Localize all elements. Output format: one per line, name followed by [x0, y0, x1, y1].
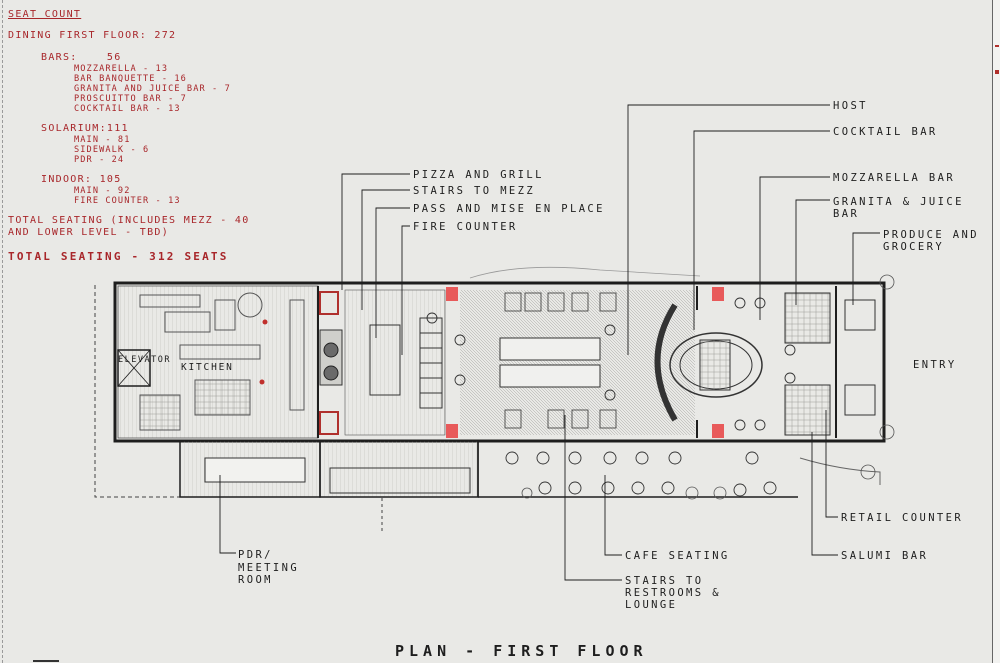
- label-cafe-seating: CAFE SEATING: [625, 550, 730, 562]
- kitchen-marker: [259, 379, 265, 385]
- total-seating: TOTAL SEATING - 312 SEATS: [8, 250, 229, 263]
- label-mozzarella-bar: MOZZARELLA BAR: [833, 172, 956, 184]
- column-marker: [319, 411, 339, 435]
- column-highlight: [446, 424, 458, 438]
- column-highlight: [446, 287, 458, 301]
- elevator-box: [117, 349, 151, 387]
- label-fire-counter: FIRE COUNTER: [413, 221, 518, 233]
- bars-item: GRANITA AND JUICE BAR - 7: [74, 84, 231, 94]
- label-elevator: ELEVATOR: [118, 355, 171, 365]
- edge-mark: [995, 45, 999, 47]
- kitchen-storage: [139, 394, 181, 431]
- cocktail-bar-oval: [669, 332, 763, 398]
- label-granita: GRANITA & JUICE: [833, 196, 964, 208]
- produce-area: [844, 299, 876, 331]
- sheet-edge-left: [2, 0, 3, 663]
- label-entry: ENTRY: [913, 359, 957, 371]
- sheet-edge-right: [992, 0, 1000, 663]
- host-curve: [654, 303, 678, 422]
- elevator-x: [117, 349, 151, 387]
- label-salumi-bar: SALUMI BAR: [841, 550, 929, 562]
- solarium-item: MAIN - 81: [74, 135, 131, 145]
- dining-tables: [504, 292, 617, 429]
- column-highlight: [712, 287, 724, 301]
- site-boundary: [94, 285, 180, 498]
- bars-item: COCKTAIL BAR - 13: [74, 104, 181, 114]
- label-granita: BAR: [833, 208, 860, 220]
- kitchen-line: [289, 299, 305, 411]
- seat-count-heading: SEAT COUNT: [8, 9, 82, 20]
- label-produce: GROCERY: [883, 241, 945, 253]
- label-pdr: ROOM: [238, 574, 273, 586]
- building-outline: [113, 281, 886, 443]
- label-stairs-restrooms: STAIRS TO: [625, 575, 704, 587]
- label-kitchen: KITCHEN: [181, 362, 234, 373]
- column-highlight: [712, 424, 724, 438]
- label-stairs-to-mezz: STAIRS TO MEZZ: [413, 185, 536, 197]
- bars-total: BARS: 56: [41, 52, 122, 63]
- kitchen-counter: [214, 299, 236, 331]
- label-retail-counter: RETAIL COUNTER: [841, 512, 964, 524]
- dining-first-floor: DINING FIRST FLOOR: 272: [8, 30, 177, 41]
- bars-item: MOZZARELLA - 13: [74, 64, 169, 74]
- bars-item: BAR BANQUETTE - 16: [74, 74, 187, 84]
- curb-line: [469, 266, 701, 279]
- mozzarella-bar: [784, 384, 831, 436]
- indoor-total: INDOOR: 105: [41, 174, 122, 185]
- pizza-oven: [323, 365, 339, 381]
- granita-bar: [784, 292, 831, 344]
- solarium-banquette: [329, 467, 471, 494]
- kitchen-counter: [139, 294, 201, 308]
- kitchen-counter: [164, 311, 211, 333]
- edge-mark: [995, 70, 999, 74]
- communal-table: [499, 364, 601, 388]
- curb-line: [799, 457, 881, 485]
- solarium-total: SOLARIUM:111: [41, 123, 129, 134]
- total-note: TOTAL SEATING (INCLUDES MEZZ - 40: [8, 215, 250, 226]
- bars-item: PROSCUITTO BAR - 7: [74, 94, 187, 104]
- cafe-tables: [426, 297, 796, 497]
- drawing-title: PLAN - FIRST FLOOR: [395, 642, 648, 660]
- indoor-item: FIRE COUNTER - 13: [74, 196, 181, 206]
- label-host: HOST: [833, 100, 868, 112]
- kitchen-fixture: [237, 292, 263, 318]
- column-marker: [319, 291, 339, 315]
- scale-bar: [33, 660, 59, 662]
- leader-lines: [219, 104, 880, 581]
- pdr-table: [204, 457, 306, 483]
- indoor-item: MAIN - 92: [74, 186, 131, 196]
- label-cocktail-bar: COCKTAIL BAR: [833, 126, 938, 138]
- communal-table: [499, 337, 601, 361]
- planters: [521, 274, 895, 500]
- pizza-oven: [323, 342, 339, 358]
- label-stairs-restrooms: RESTROOMS &: [625, 587, 721, 599]
- lower-solarium: [319, 440, 479, 498]
- solarium-item: PDR - 24: [74, 155, 125, 165]
- kitchen-counter: [179, 344, 261, 360]
- label-pizza-and-grill: PIZZA AND GRILL: [413, 169, 544, 181]
- fire-counter: [369, 324, 401, 396]
- total-note: AND LOWER LEVEL - TBD): [8, 227, 170, 238]
- label-pdr: MEETING: [238, 562, 300, 574]
- label-stairs-restrooms: LOUNGE: [625, 599, 678, 611]
- label-produce: PRODUCE AND: [883, 229, 979, 241]
- cocktail-bar-core: [699, 339, 731, 391]
- retail-area: [844, 384, 876, 416]
- label-pdr: PDR/: [238, 549, 273, 561]
- label-pass-and-mise: PASS AND MISE EN PLACE: [413, 203, 605, 215]
- solarium-item: SIDEWALK - 6: [74, 145, 150, 155]
- kitchen-marker: [262, 319, 268, 325]
- stair-kitchen: [194, 379, 251, 416]
